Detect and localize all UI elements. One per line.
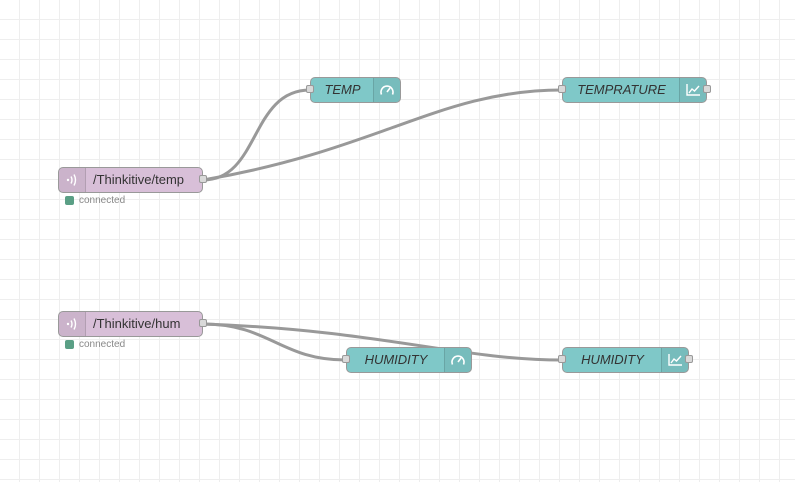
gauge-node-humidity[interactable]: HUMIDITY <box>342 347 472 373</box>
bridge-icon <box>59 168 86 192</box>
input-port[interactable] <box>306 85 314 93</box>
mqtt-in-node-hum[interactable]: /Thinkitive/hum <box>58 311 207 337</box>
node-status: connected <box>65 339 125 350</box>
output-port[interactable] <box>199 319 207 327</box>
node-label: /Thinkitive/hum <box>93 316 181 331</box>
status-text: connected <box>79 195 126 206</box>
chart-icon <box>679 78 706 102</box>
node-status: connected <box>65 195 125 206</box>
wire-temp-to-chart[interactable] <box>202 88 563 182</box>
bridge-icon <box>59 312 86 336</box>
output-port[interactable] <box>703 85 711 93</box>
status-indicator <box>65 340 74 349</box>
wire-hum-to-chart[interactable] <box>202 322 563 362</box>
mqtt-in-node-temp[interactable]: /Thinkitive/temp <box>58 167 207 193</box>
output-port[interactable] <box>685 355 693 363</box>
node-label: TEMP <box>324 82 361 97</box>
node-label: TEMPRATURE <box>577 82 666 97</box>
chart-node-humidity[interactable]: HUMIDITY <box>558 347 693 373</box>
gauge-icon <box>373 78 400 102</box>
chart-node-temperature[interactable]: TEMPRATURE <box>558 77 711 103</box>
input-port[interactable] <box>342 355 350 363</box>
input-port[interactable] <box>558 355 566 363</box>
node-label: HUMIDITY <box>581 352 644 367</box>
node-label: /Thinkitive/temp <box>93 172 185 187</box>
wire-temp-to-gauge[interactable] <box>202 88 311 182</box>
gauge-node-temp[interactable]: TEMP <box>306 77 401 103</box>
status-text: connected <box>79 339 126 350</box>
gauge-icon <box>444 348 471 372</box>
node-label: HUMIDITY <box>364 352 428 367</box>
status-indicator <box>65 196 74 205</box>
chart-icon <box>661 348 688 372</box>
input-port[interactable] <box>558 85 566 93</box>
output-port[interactable] <box>199 175 207 183</box>
